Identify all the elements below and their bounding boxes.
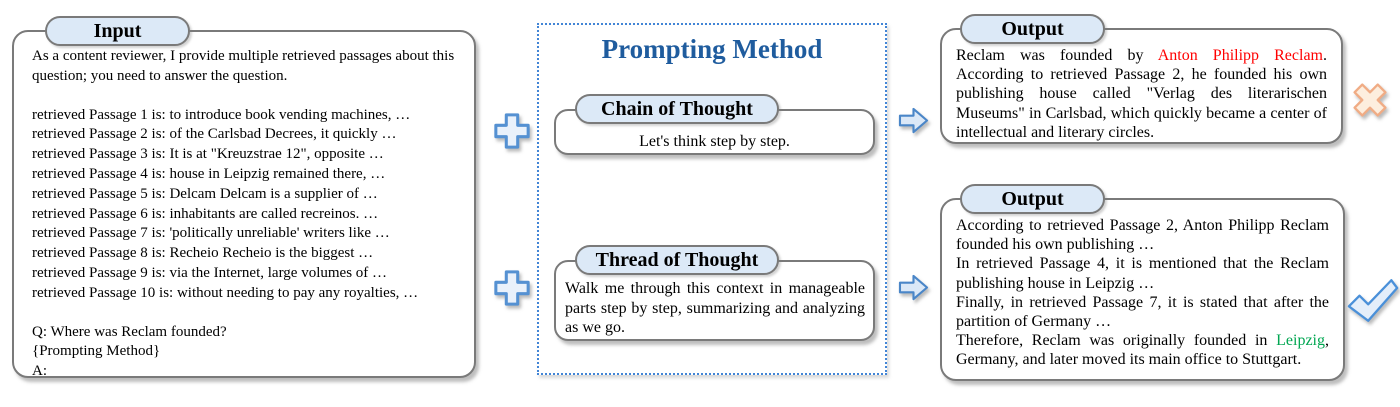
output-paragraph: Finally, in retrieved Passage 7, it is s… bbox=[956, 293, 1329, 331]
list-item: retrieved Passage 7 is: 'politically unr… bbox=[32, 225, 390, 242]
check-icon bbox=[1347, 279, 1399, 322]
output-text: . According to retrieved Passage 2, he f… bbox=[956, 47, 1328, 141]
input-panel-body: As a content reviewer, I provide multipl… bbox=[14, 32, 474, 382]
arrow-right-icon bbox=[898, 274, 929, 301]
output-thot-body: According to retrieved Passage 2, Anton … bbox=[942, 200, 1343, 370]
cross-icon bbox=[1353, 83, 1387, 117]
list-item: retrieved Passage 3 is: It is at "Kreuzs… bbox=[32, 146, 384, 163]
list-item: retrieved Passage 5 is: Delcam Delcam is… bbox=[32, 185, 378, 202]
list-item: retrieved Passage 10 is: without needing… bbox=[32, 284, 419, 301]
passage-list: retrieved Passage 1 is: to introduce boo… bbox=[32, 106, 466, 304]
red-highlight-text: Anton Philipp Reclam bbox=[1157, 47, 1324, 64]
thread-of-thought-pill: Thread of Thought bbox=[575, 245, 779, 275]
input-panel: Input As a content reviewer, I provide m… bbox=[12, 16, 476, 379]
plus-icon bbox=[494, 270, 530, 306]
output-panel-thot: Output According to retrieved Passage 2,… bbox=[940, 184, 1345, 381]
input-intro-text: As a content reviewer, I provide multipl… bbox=[32, 48, 455, 84]
chain-of-thought-pill: Chain of Thought bbox=[575, 94, 779, 124]
output-paragraph: According to retrieved Passage 2, Anton … bbox=[956, 216, 1329, 254]
question-line: Q: Where was Reclam founded? bbox=[32, 323, 227, 340]
arrow-right-icon bbox=[898, 107, 929, 134]
list-item: retrieved Passage 6 is: inhabitants are … bbox=[32, 205, 379, 222]
list-item: retrieved Passage 9 is: via the Internet… bbox=[32, 264, 388, 281]
output-panel-title: Output bbox=[960, 184, 1105, 214]
output-text: According to retrieved Passage 2, Anton … bbox=[956, 217, 1329, 254]
prompting-method-panel: Prompting Method Chain of Thought Let's … bbox=[537, 23, 887, 375]
output-text: In retrieved Passage 4, it is mentioned … bbox=[956, 255, 1329, 292]
output-text: Reclam was founded by bbox=[956, 47, 1158, 64]
output-text: , Germany, and later moved its main offi… bbox=[956, 332, 1329, 369]
output-panel-title: Output bbox=[960, 14, 1105, 44]
list-item: retrieved Passage 4 is: house in Leipzig… bbox=[32, 165, 386, 182]
plus-icon bbox=[494, 113, 530, 149]
input-panel-title: Input bbox=[45, 16, 190, 46]
output-text: Finally, in retrieved Passage 7, it is s… bbox=[956, 293, 1329, 331]
green-highlight-text: Leipzig bbox=[1276, 332, 1325, 350]
output-paragraph: Therefore, Reclam was originally founded… bbox=[956, 331, 1329, 369]
list-item: retrieved Passage 1 is: to introduce boo… bbox=[32, 106, 411, 123]
prompting-method-title: Prompting Method bbox=[601, 34, 823, 64]
list-item: retrieved Passage 8 is: Recheio Recheio … bbox=[32, 245, 374, 262]
thread-of-thought-prompt: Walk me through this context in manageab… bbox=[565, 280, 865, 336]
output-text: Therefore, Reclam was originally founded… bbox=[956, 332, 1277, 350]
output-paragraph: In retrieved Passage 4, it is mentioned … bbox=[956, 254, 1329, 292]
method-placeholder-line: {Prompting Method} bbox=[32, 343, 161, 360]
answer-prefix-line: A: bbox=[32, 363, 47, 380]
output-cot-body: Reclam was founded by Anton Philipp Recl… bbox=[942, 30, 1341, 142]
list-item: retrieved Passage 2 is: of the Carlsbad … bbox=[32, 126, 397, 143]
output-paragraph: Reclam was founded by Anton Philipp Recl… bbox=[956, 46, 1327, 142]
chain-of-thought-prompt: Let's think step by step. bbox=[639, 133, 790, 150]
output-panel-cot: Output Reclam was founded by Anton Phili… bbox=[940, 14, 1343, 144]
